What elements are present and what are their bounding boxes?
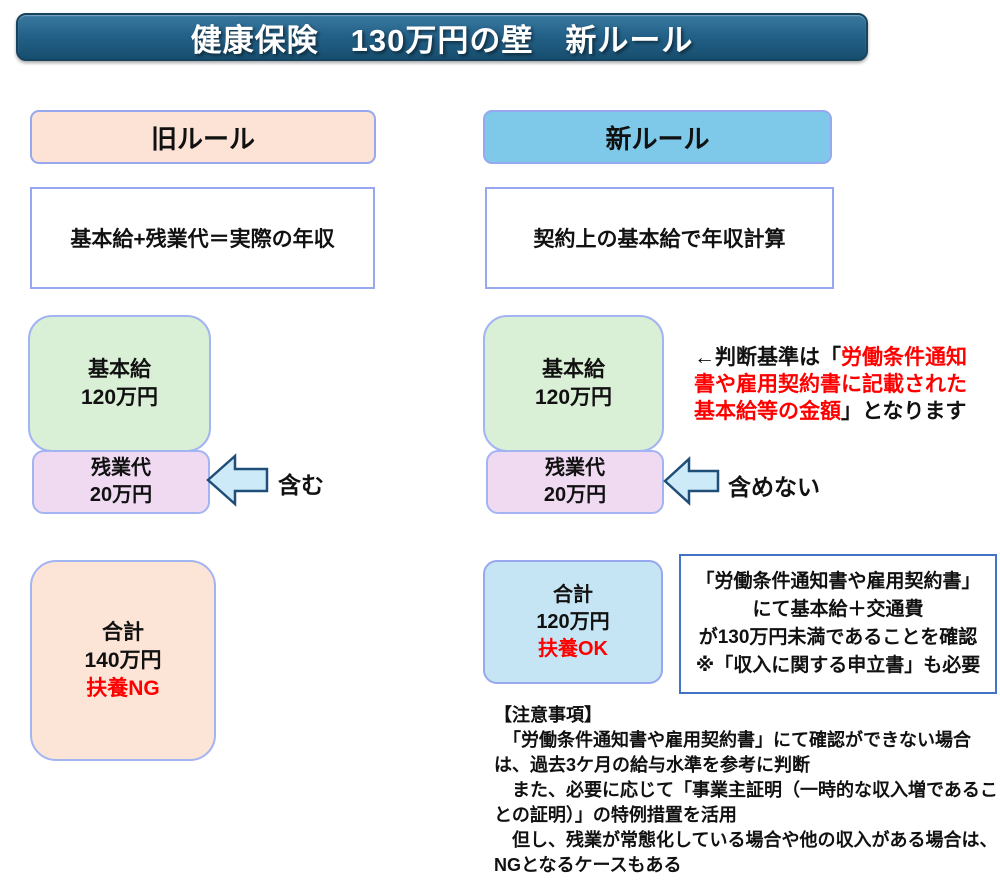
notes-line: 但し、残業が常態化している場合や他の収入がある場合は、 <box>494 830 998 850</box>
include-arrow-icon <box>206 453 269 507</box>
new-base-salary-box: 基本給 120万円 <box>483 315 664 452</box>
old-rule-header: 旧ルール <box>30 110 376 164</box>
old-overtime-box: 残業代 20万円 <box>32 450 210 514</box>
notes-line: は、過去3ケ月の給与水準を参考に判断 <box>494 755 811 775</box>
notes-heading: 【注意事項】 <box>494 705 602 725</box>
old-overtime-label: 残業代 <box>91 457 151 479</box>
old-base-salary-amount: 120万円 <box>80 385 159 409</box>
old-total-status: 扶養NG <box>86 676 160 700</box>
criteria-note-line3: 基本給等の金額」となります <box>694 400 967 423</box>
notes-section: 【注意事項】 「労働条件通知書や雇用契約書」にて確認ができない場合 は、過去3ケ… <box>494 703 998 878</box>
old-total-amount: 140万円 <box>84 648 162 672</box>
new-base-salary-label: 基本給 <box>542 357 605 381</box>
exclude-arrow-icon <box>663 456 720 506</box>
old-base-salary-box: 基本給 120万円 <box>28 315 211 452</box>
new-overtime-box: 残業代 20万円 <box>486 450 664 514</box>
include-arrow-label: 含む <box>278 472 324 498</box>
old-total-label: 合計 <box>102 620 144 644</box>
old-total-box: 合計 140万円 扶養NG <box>30 560 216 761</box>
new-overtime-amount: 20万円 <box>543 484 607 506</box>
notes-line: 「労働条件通知書や雇用契約書」にて確認ができない場合 <box>494 730 971 750</box>
confirmation-line: にて基本給＋交通費 <box>752 599 924 620</box>
exclude-arrow-label: 含めない <box>728 474 820 500</box>
notes-line: NGとなるケースもある <box>494 855 682 875</box>
confirmation-line: ※「収入に関する申立書」も必要 <box>695 655 981 676</box>
page-title: 健康保険 130万円の壁 新ルール <box>16 13 868 61</box>
criteria-note-line2: 書や雇用契約書に記載された <box>694 373 967 396</box>
new-rule-header: 新ルール <box>483 110 832 164</box>
confirmation-line: 「労働条件通知書や雇用契約書」 <box>695 571 981 592</box>
new-total-box: 合計 120万円 扶養OK <box>483 560 663 684</box>
new-total-label: 合計 <box>553 583 593 606</box>
new-total-amount: 120万円 <box>536 610 610 633</box>
old-overtime-amount: 20万円 <box>89 484 153 506</box>
confirmation-box: 「労働条件通知書や雇用契約書」 にて基本給＋交通費 が130万円未満であることを… <box>679 554 997 694</box>
new-base-salary-amount: 120万円 <box>534 385 613 409</box>
criteria-note-line1: ←判断基準は「労働条件通知 <box>694 346 967 369</box>
new-total-status: 扶養OK <box>538 637 608 660</box>
old-rule-formula-box: 基本給+残業代＝実際の年収 <box>30 187 375 289</box>
notes-line: また、必要に応じて「事業主証明（一時的な収入増であるこ <box>494 780 998 800</box>
criteria-note: ←判断基準は「労働条件通知 書や雇用契約書に記載された 基本給等の金額」となりま… <box>694 344 967 425</box>
confirmation-line: が130万円未満であることを確認 <box>698 627 978 648</box>
old-base-salary-label: 基本給 <box>88 357 151 381</box>
new-overtime-label: 残業代 <box>545 457 605 479</box>
notes-line: との証明）」の特例措置を活用 <box>494 805 737 825</box>
new-rule-formula-box: 契約上の基本給で年収計算 <box>485 187 834 289</box>
